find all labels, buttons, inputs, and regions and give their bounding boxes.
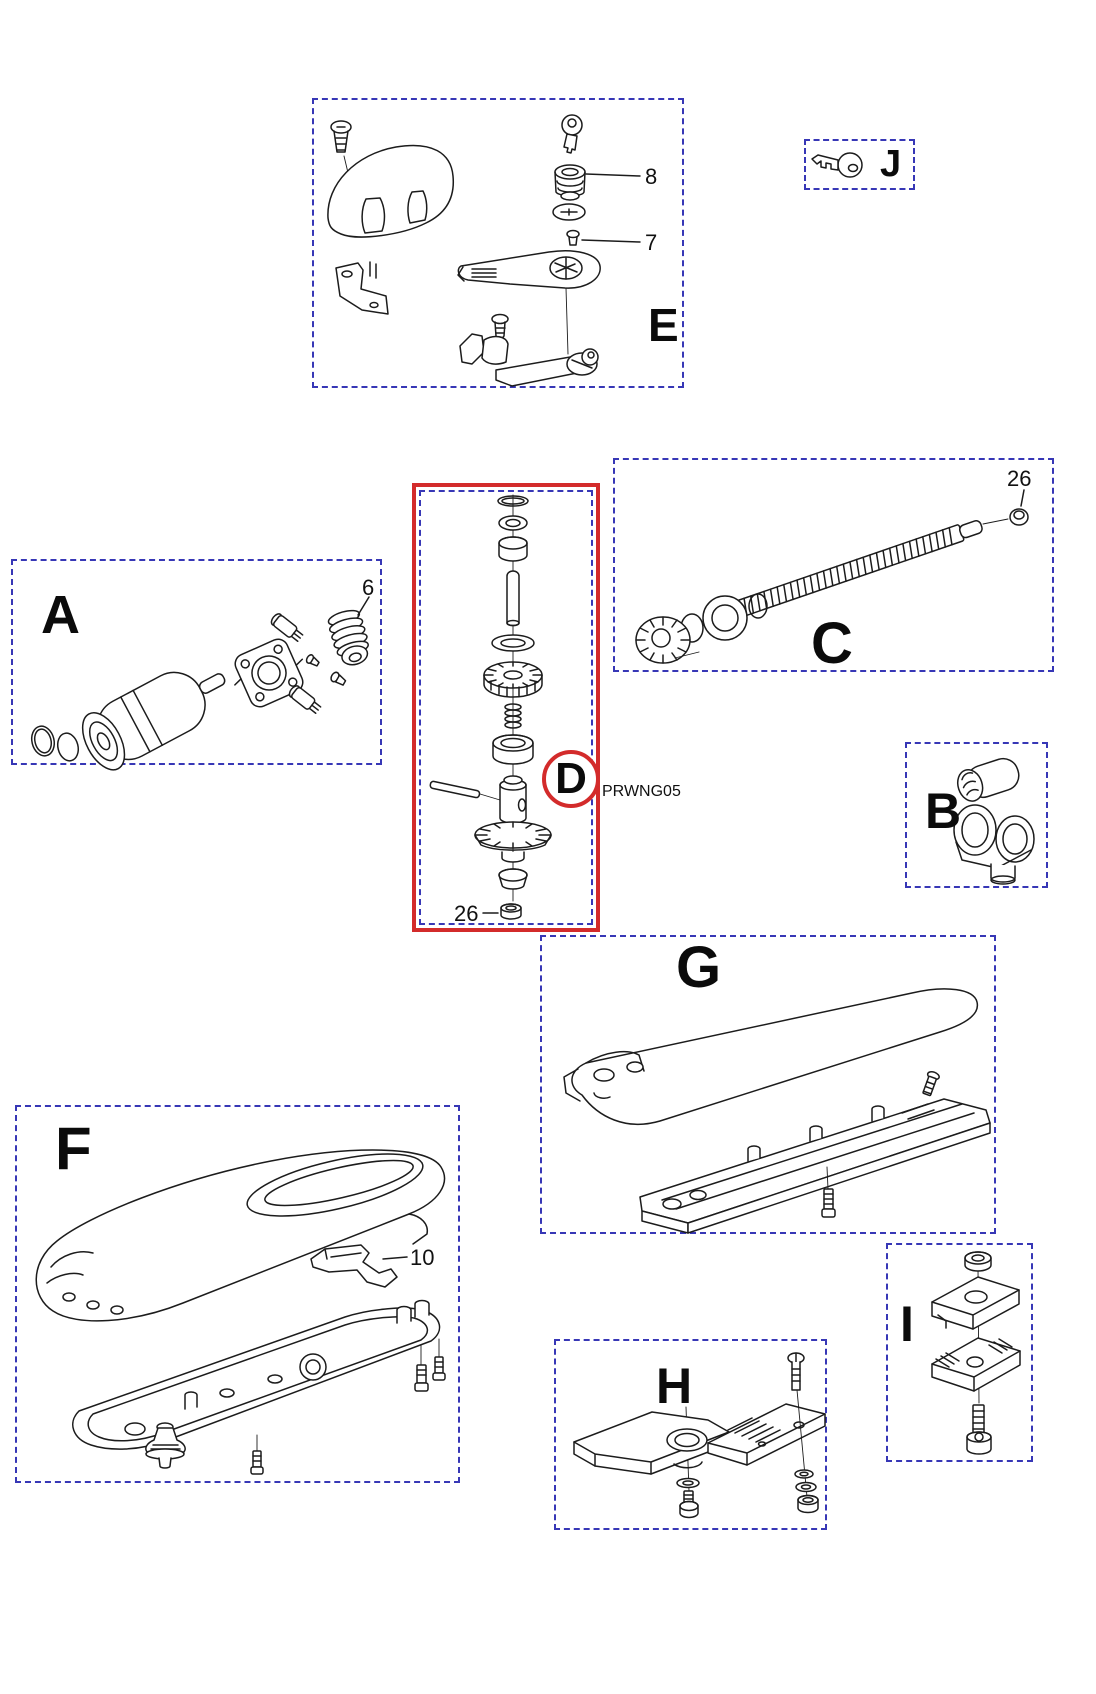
- section-label-e: E: [648, 299, 679, 351]
- top-shell-drawing: [35, 1149, 446, 1322]
- clamp-stack-drawing: [931, 1251, 1021, 1455]
- callout-10: 10: [410, 1245, 434, 1270]
- motor-drawing: [81, 671, 226, 771]
- grub-screw-drawing: [330, 671, 347, 686]
- screw-drawing: [491, 313, 509, 342]
- bushing-drawing: [498, 536, 528, 562]
- clip-drawing: [310, 1244, 398, 1288]
- screw-drawing: [821, 1166, 836, 1218]
- cover-drawing: [327, 144, 455, 238]
- section-label-b: B: [925, 783, 962, 839]
- foot-drawing: [145, 1422, 186, 1469]
- worm-gear-drawing: [327, 609, 369, 666]
- motor-assembly-drawing: 6: [30, 575, 374, 771]
- section-box-d: [419, 490, 593, 925]
- bolt-drawing: [288, 685, 322, 714]
- bevel-pinion-drawing: [635, 613, 704, 664]
- section-box-g[interactable]: G: [540, 935, 996, 1234]
- bolt-drawing: [270, 613, 304, 642]
- callout-26: 26: [454, 901, 478, 926]
- section-label-j: J: [880, 143, 902, 185]
- key-lever-drawing: [495, 348, 599, 387]
- section-box-j[interactable]: J: [804, 139, 915, 190]
- section-label-c: C: [811, 611, 853, 676]
- section-box-i[interactable]: I: [886, 1243, 1033, 1462]
- callout-6: 6: [362, 575, 374, 600]
- callout-26: 26: [1007, 466, 1031, 491]
- serrated-clamp-drawing: [931, 1337, 1021, 1392]
- section-label-g: G: [676, 935, 722, 1000]
- nut-drawing: [500, 903, 522, 920]
- anchor-plate-drawing: [573, 1406, 730, 1492]
- top-cover-drawing: [563, 988, 979, 1125]
- serrated-plate-drawing: [707, 1403, 826, 1466]
- lock-washer-drawing: [795, 1481, 817, 1493]
- callout-8: 8: [645, 164, 657, 189]
- bearing-drawing: [702, 593, 768, 641]
- nut-drawing: [797, 1494, 819, 1514]
- screw-drawing: [250, 1434, 264, 1475]
- nut-drawing: [964, 1251, 992, 1272]
- screw-drawing: [330, 120, 355, 199]
- section-box-a[interactable]: 6 A: [11, 559, 382, 771]
- clamp-pad-drawing: [931, 1276, 1020, 1330]
- section-box-d-selected[interactable]: 26: [412, 483, 600, 932]
- selected-group-marker[interactable]: D: [542, 750, 600, 808]
- release-mechanism-drawing: 8 7: [327, 114, 657, 387]
- clevis-parts-drawing: [953, 757, 1035, 885]
- section-label-f: F: [55, 1115, 92, 1182]
- bolt-drawing: [679, 1490, 699, 1519]
- section-label-h: H: [656, 1358, 693, 1414]
- socket-bolt-drawing: [966, 1404, 992, 1455]
- section-box-e[interactable]: 8 7: [312, 98, 684, 388]
- lock-cylinder-drawing: [554, 164, 586, 201]
- callout-7: 7: [645, 230, 657, 255]
- arm-housing-drawing: 10: [35, 1149, 446, 1475]
- screw-drawing: [922, 1070, 940, 1097]
- section-box-f[interactable]: 10: [15, 1105, 460, 1483]
- screw-drawing: [414, 1344, 429, 1392]
- washer-drawing: [794, 1469, 814, 1479]
- mounting-plates-drawing: [573, 1352, 826, 1519]
- section-label-d: D: [555, 754, 587, 803]
- bracket-drawing: [335, 261, 389, 315]
- washer-plate-drawing: [552, 203, 586, 221]
- cam-wedge-drawing: [459, 333, 509, 365]
- washer-ring-drawing: [491, 634, 535, 652]
- rail-cover-drawing: [563, 988, 991, 1234]
- key-drawing: [811, 152, 863, 178]
- threaded-bushing-drawing: [956, 757, 1020, 802]
- cup-washer-drawing: [498, 868, 528, 890]
- pin-shaft-drawing: [506, 570, 520, 627]
- section-label-a: A: [41, 585, 80, 645]
- gear-shaft-stack-drawing: 26: [429, 494, 552, 926]
- base-tray-drawing: [72, 1299, 441, 1450]
- part-code-label: PRWNG05: [602, 783, 681, 800]
- section-label-i: I: [900, 1296, 914, 1352]
- flange-plate-drawing: [234, 638, 304, 708]
- section-box-b[interactable]: B: [905, 742, 1048, 888]
- screw-drawing: [566, 229, 580, 246]
- screw-drawing: [432, 1338, 446, 1381]
- release-lever-drawing: [457, 250, 601, 355]
- spur-gear-drawing: [483, 661, 543, 698]
- section-box-c[interactable]: 26 C: [613, 458, 1054, 676]
- o-ring-drawing: [497, 495, 529, 507]
- grub-screw-drawing: [305, 654, 320, 667]
- worm-screw-drawing: 26: [635, 466, 1031, 664]
- bearing-cup-drawing: [492, 734, 534, 765]
- output-shaft-drawing: [429, 775, 552, 863]
- bolt-drawing: [787, 1352, 805, 1391]
- spring-drawing: [504, 703, 522, 729]
- key-drawing: [561, 114, 583, 154]
- rail-base-drawing: [639, 1098, 991, 1234]
- snap-rings-drawing: [30, 725, 80, 762]
- washer-drawing: [676, 1477, 700, 1489]
- nut-drawing: [1009, 508, 1029, 526]
- section-box-h[interactable]: H: [554, 1339, 827, 1530]
- clevis-end-drawing: [953, 804, 1035, 885]
- seal-washer-drawing: [498, 515, 528, 531]
- lead-screw-shaft-drawing: [714, 520, 983, 625]
